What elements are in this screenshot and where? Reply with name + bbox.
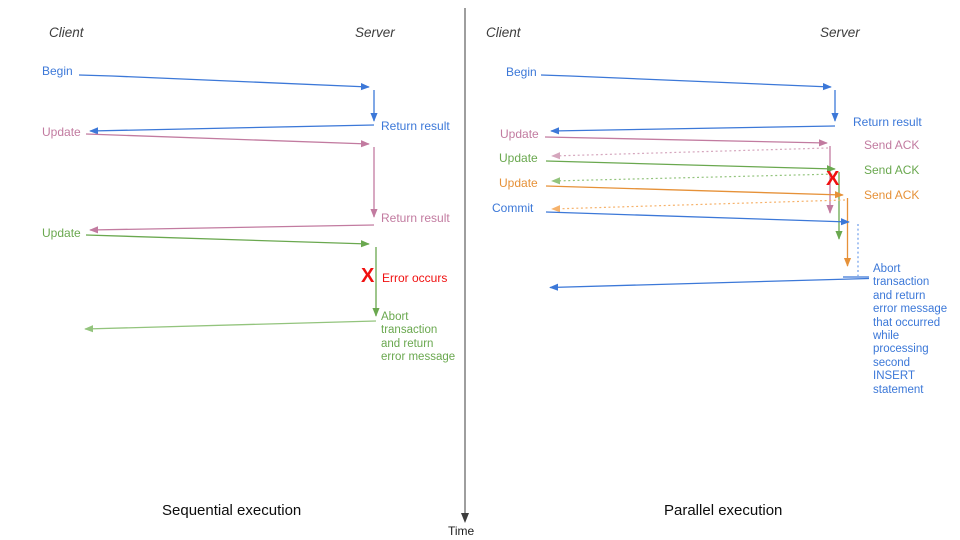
par-abort-note: Abort transaction and return error messa… [873, 263, 948, 396]
par-send-ack-1-arrow [551, 147, 829, 160]
par-begin-request-arrow [540, 74, 832, 91]
par-update-3-label: Update [499, 176, 538, 190]
seq-update-1-request-arrow [85, 133, 370, 148]
par-update-1-request-arrow [544, 136, 828, 147]
par-send-ack-2-arrow [551, 173, 838, 185]
par-update-2-request-arrow [545, 160, 836, 173]
seq-return-result-2-arrow [89, 224, 375, 234]
par-begin-label: Begin [506, 65, 537, 79]
par-update-1-label: Update [500, 127, 539, 141]
seq-update-2-request-arrow [85, 234, 370, 248]
seq-abort-note: Abort transaction and return error messa… [381, 311, 456, 364]
par-client-header: Client [486, 25, 521, 40]
par-send-ack-3-arrow [551, 199, 846, 213]
seq-error-x-icon: X [361, 265, 375, 287]
seq-abort-return-arrow [84, 320, 377, 333]
seq-return-result-2-label: Return result [381, 211, 450, 225]
par-server-header: Server [820, 25, 860, 40]
seq-client-header: Client [49, 25, 84, 40]
par-send-ack-2-label: Send ACK [864, 163, 920, 177]
seq-return-result-1-arrow [89, 124, 375, 135]
par-update-2-label: Update [499, 151, 538, 165]
seq-update-2-label: Update [42, 226, 81, 240]
par-error-x-icon: X [826, 168, 840, 190]
time-axis-label: Time [448, 524, 475, 538]
par-commit-label: Commit [492, 201, 534, 215]
seq-error-occurs-label: Error occurs [382, 271, 448, 285]
caption-parallel-execution: Parallel execution [664, 502, 783, 519]
par-commit-request-arrow [545, 211, 850, 226]
par-return-result-arrow [550, 125, 836, 135]
par-send-ack-3-label: Send ACK [864, 188, 920, 202]
par-return-result-label: Return result [853, 115, 922, 129]
par-update-3-request-arrow [545, 185, 844, 199]
seq-update-1-label: Update [42, 125, 81, 139]
caption-sequential-execution: Sequential execution [162, 502, 302, 519]
par-abort-return-arrow [549, 277, 870, 291]
seq-begin-request-arrow [78, 74, 370, 91]
seq-begin-label: Begin [42, 64, 73, 78]
par-send-ack-1-label: Send ACK [864, 138, 920, 152]
seq-server-header: Server [355, 25, 395, 40]
seq-return-result-1-label: Return result [381, 119, 450, 133]
